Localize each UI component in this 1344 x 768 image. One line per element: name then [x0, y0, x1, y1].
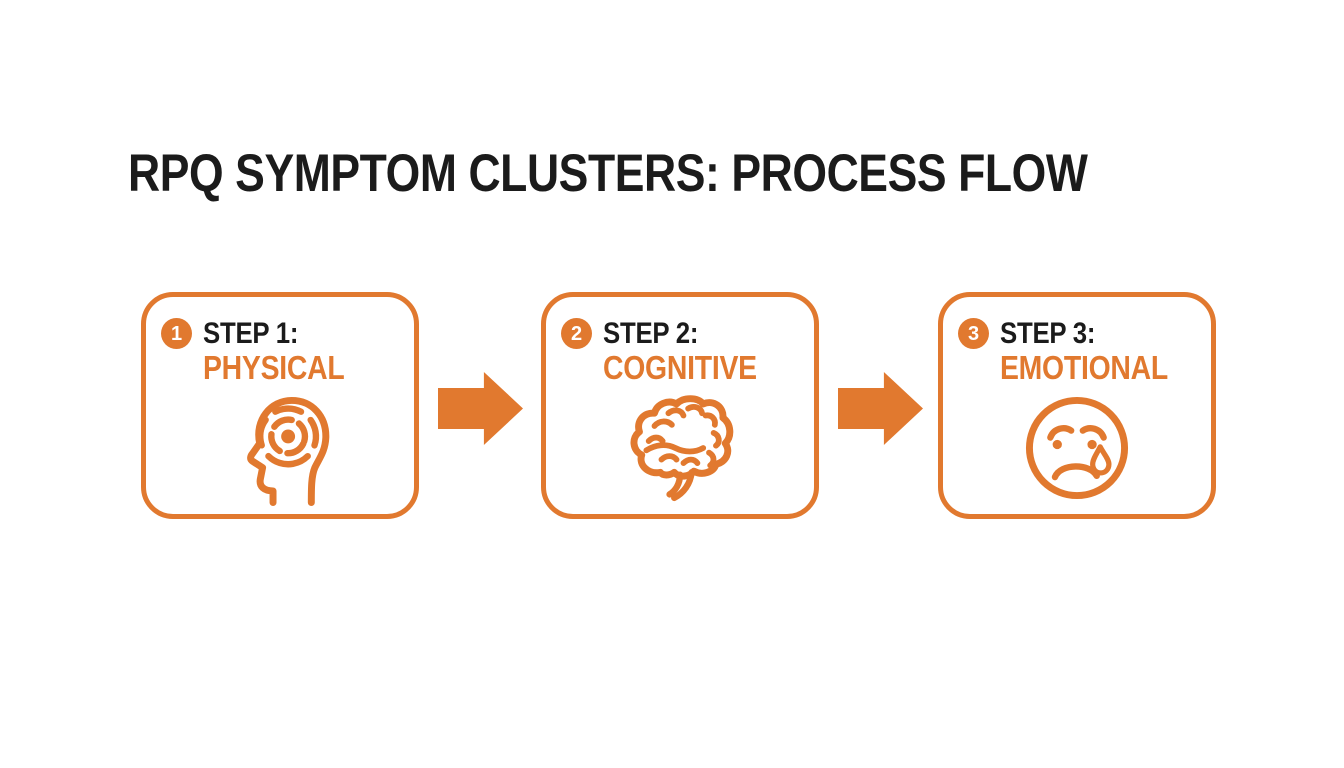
step-number: 1	[170, 322, 183, 345]
sad-face-tear-icon	[1019, 389, 1135, 507]
step-card-emotional: 3 STEP 3: EMOTIONAL	[938, 292, 1216, 519]
step-number-badge: 2	[561, 318, 592, 349]
step-sublabel: COGNITIVE	[603, 349, 757, 386]
head-pain-icon	[222, 389, 338, 507]
step-number: 3	[967, 322, 980, 345]
step-card-cognitive: 2 STEP 2: COGNITIVE	[541, 292, 819, 519]
step-number-badge: 1	[161, 318, 192, 349]
brain-icon	[622, 389, 738, 507]
step-label: STEP 3:	[1000, 317, 1096, 350]
page-title: RPQ SYMPTOM CLUSTERS: PROCESS FLOW	[128, 144, 1088, 203]
step-number: 2	[570, 322, 583, 345]
step-labels: STEP 1: PHYSICAL	[203, 317, 345, 386]
arrow-right-icon	[838, 372, 923, 445]
step-label: STEP 2:	[603, 317, 699, 350]
step-card-physical: 1 STEP 1: PHYSICAL	[141, 292, 419, 519]
arrow-right-icon	[438, 372, 523, 445]
step-labels: STEP 3: EMOTIONAL	[1000, 317, 1168, 385]
step-sublabel: PHYSICAL	[203, 349, 345, 386]
step-labels: STEP 2: COGNITIVE	[603, 317, 757, 385]
step-number-badge: 3	[958, 318, 989, 349]
step-sublabel: EMOTIONAL	[1000, 349, 1168, 386]
step-label: STEP 1:	[203, 317, 299, 350]
